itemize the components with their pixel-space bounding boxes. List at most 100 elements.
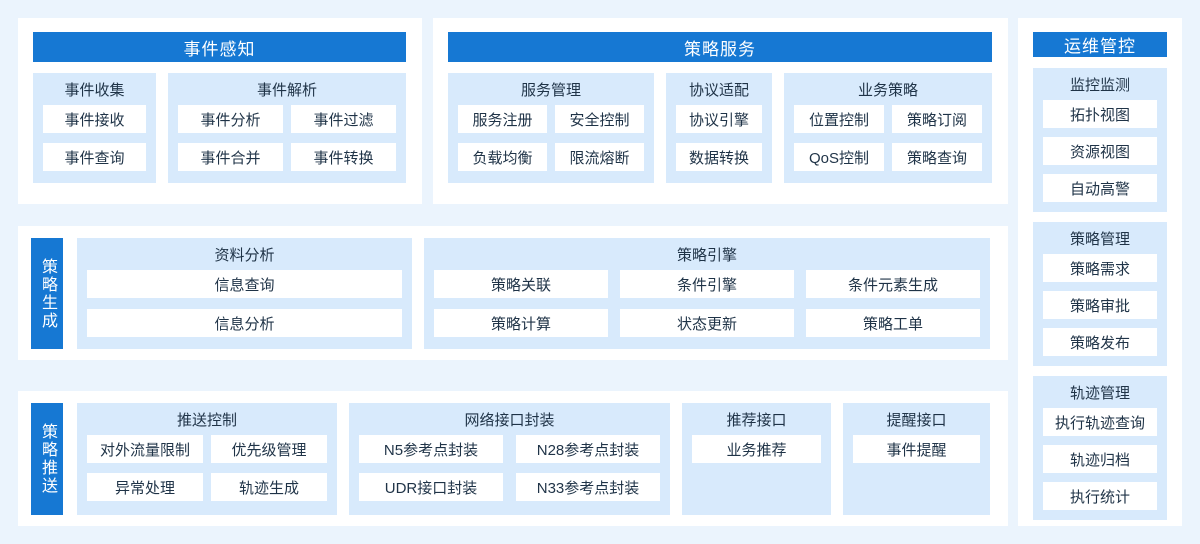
subpanel-service-management: 服务管理 服务注册 安全控制 负载均衡 限流熔断 <box>448 73 654 183</box>
subpanel-title: 监控监测 <box>1069 77 1130 94</box>
module-list: 策略需求 策略审批 策略发布 <box>1043 254 1157 356</box>
subpanel-title: 服务管理 <box>520 82 581 99</box>
module-item: 拓扑视图 <box>1043 100 1157 128</box>
module-item: 条件元素生成 <box>806 270 980 298</box>
module-item: 业务推荐 <box>692 435 821 463</box>
module-item: 策略发布 <box>1043 328 1157 356</box>
middle-row: 策略生成 资料分析 信息查询 信息分析 策略引擎 策略关联 条件引擎 <box>18 226 1008 360</box>
section-policy-service: 策略服务 服务管理 服务注册 安全控制 负载均衡 限流熔断 协议适配 <box>433 18 1008 204</box>
subpanel-event-collection: 事件收集 事件接收 事件查询 <box>33 73 156 183</box>
subpanel-policy-engine: 策略引擎 策略关联 条件引擎 条件元素生成 策略计算 状态更新 策略工单 <box>424 238 990 349</box>
subpanel-title: 资料分析 <box>214 247 275 264</box>
module-list: 策略关联 条件引擎 条件元素生成 策略计算 状态更新 策略工单 <box>434 270 980 339</box>
module-item: 事件提醒 <box>853 435 980 463</box>
event-perception-body: 事件收集 事件接收 事件查询 事件解析 事件分析 事件过滤 事件合并 事件转换 <box>33 73 406 183</box>
module-item: 轨迹生成 <box>211 473 327 501</box>
subpanel-title: 网络接口封装 <box>464 412 555 429</box>
subpanel-reminder-interface: 提醒接口 事件提醒 <box>843 403 990 515</box>
module-item: 执行轨迹查询 <box>1043 408 1157 436</box>
subpanel-business-policy: 业务策略 位置控制 策略订阅 QoS控制 策略查询 <box>784 73 992 183</box>
section-header-ops-control: 运维管控 <box>1033 32 1167 57</box>
module-item: 策略查询 <box>892 143 982 171</box>
module-item: 策略计算 <box>434 309 608 337</box>
module-item: 事件合并 <box>178 143 283 171</box>
vertical-label-policy-push: 策略推送 <box>31 403 63 515</box>
module-item: N28参考点封装 <box>516 435 660 463</box>
module-item: UDR接口封装 <box>359 473 503 501</box>
subpanel-title: 事件收集 <box>64 82 125 99</box>
module-list: 业务推荐 <box>692 435 821 505</box>
right-column: 运维管控 监控监测 拓扑视图 资源视图 自动高警 策略管理 策略需求 策略审批 … <box>1018 18 1182 526</box>
section-event-perception: 事件感知 事件收集 事件接收 事件查询 事件解析 事件分析 事件过滤 <box>18 18 422 204</box>
module-item: 信息查询 <box>87 270 402 298</box>
module-item: 负载均衡 <box>458 143 547 171</box>
module-item: 轨迹归档 <box>1043 445 1157 473</box>
subpanel-event-parsing: 事件解析 事件分析 事件过滤 事件合并 事件转换 <box>168 73 406 183</box>
module-list: 事件分析 事件过滤 事件合并 事件转换 <box>178 105 396 173</box>
subpanel-title: 推送控制 <box>176 412 237 429</box>
module-item: 信息分析 <box>87 309 402 337</box>
module-item: 策略审批 <box>1043 291 1157 319</box>
module-item: 限流熔断 <box>555 143 644 171</box>
subpanel-recommend-interface: 推荐接口 业务推荐 <box>682 403 831 515</box>
module-item: 异常处理 <box>87 473 203 501</box>
module-item: 策略订阅 <box>892 105 982 133</box>
module-item: 事件过滤 <box>291 105 396 133</box>
architecture-diagram: 事件感知 事件收集 事件接收 事件查询 事件解析 事件分析 事件过滤 <box>18 18 1182 526</box>
module-item: 事件查询 <box>43 143 146 171</box>
ops-control-body: 监控监测 拓扑视图 资源视图 自动高警 策略管理 策略需求 策略审批 策略发布 <box>1033 68 1167 520</box>
module-item: 状态更新 <box>620 309 794 337</box>
subpanel-title: 协议适配 <box>688 82 749 99</box>
subpanel-monitoring: 监控监测 拓扑视图 资源视图 自动高警 <box>1033 68 1167 212</box>
subpanel-title: 策略引擎 <box>676 247 737 264</box>
module-item: N5参考点封装 <box>359 435 503 463</box>
policy-service-body: 服务管理 服务注册 安全控制 负载均衡 限流熔断 协议适配 协议引擎 数据转换 <box>448 73 992 183</box>
subpanel-title: 事件解析 <box>256 82 317 99</box>
module-item: N33参考点封装 <box>516 473 660 501</box>
main-column: 事件感知 事件收集 事件接收 事件查询 事件解析 事件分析 事件过滤 <box>18 18 1008 526</box>
module-item: 事件转换 <box>291 143 396 171</box>
subpanel-protocol-adaptation: 协议适配 协议引擎 数据转换 <box>666 73 772 183</box>
subpanel-title: 轨迹管理 <box>1069 385 1130 402</box>
subpanel-data-analysis: 资料分析 信息查询 信息分析 <box>77 238 412 349</box>
subpanel-title: 提醒接口 <box>886 412 947 429</box>
subpanel-policy-management: 策略管理 策略需求 策略审批 策略发布 <box>1033 222 1167 366</box>
module-item: 执行统计 <box>1043 482 1157 510</box>
module-item: 自动高警 <box>1043 174 1157 202</box>
section-policy-generation: 策略生成 资料分析 信息查询 信息分析 策略引擎 策略关联 条件引擎 <box>18 226 1008 360</box>
module-item: 策略关联 <box>434 270 608 298</box>
module-list: 信息查询 信息分析 <box>87 270 402 339</box>
module-item: 策略需求 <box>1043 254 1157 282</box>
module-item: QoS控制 <box>794 143 884 171</box>
module-item: 安全控制 <box>555 105 644 133</box>
module-list: 事件提醒 <box>853 435 980 505</box>
section-policy-push: 策略推送 推送控制 对外流量限制 优先级管理 异常处理 轨迹生成 网络接口封装 <box>18 391 1008 526</box>
subpanel-trace-management: 轨迹管理 执行轨迹查询 轨迹归档 执行统计 <box>1033 376 1167 520</box>
subpanel-title: 业务策略 <box>857 82 918 99</box>
module-list: 执行轨迹查询 轨迹归档 执行统计 <box>1043 408 1157 510</box>
module-list: N5参考点封装 N28参考点封装 UDR接口封装 N33参考点封装 <box>359 435 660 505</box>
section-header-policy-service: 策略服务 <box>448 32 992 62</box>
module-list: 协议引擎 数据转换 <box>676 105 762 173</box>
module-item: 位置控制 <box>794 105 884 133</box>
module-list: 对外流量限制 优先级管理 异常处理 轨迹生成 <box>87 435 327 505</box>
module-item: 服务注册 <box>458 105 547 133</box>
vertical-label-policy-generation: 策略生成 <box>31 238 63 349</box>
subpanel-title: 推荐接口 <box>726 412 787 429</box>
module-list: 位置控制 策略订阅 QoS控制 策略查询 <box>794 105 982 173</box>
module-list: 事件接收 事件查询 <box>43 105 146 173</box>
module-item: 协议引擎 <box>676 105 762 133</box>
subpanel-title: 策略管理 <box>1069 231 1130 248</box>
module-item: 策略工单 <box>806 309 980 337</box>
module-item: 事件分析 <box>178 105 283 133</box>
section-ops-control: 运维管控 监控监测 拓扑视图 资源视图 自动高警 策略管理 策略需求 策略审批 … <box>1018 18 1182 526</box>
module-item: 数据转换 <box>676 143 762 171</box>
top-row: 事件感知 事件收集 事件接收 事件查询 事件解析 事件分析 事件过滤 <box>18 18 1008 204</box>
module-item: 事件接收 <box>43 105 146 133</box>
policy-push-body: 推送控制 对外流量限制 优先级管理 异常处理 轨迹生成 网络接口封装 N5参考点… <box>77 403 990 515</box>
module-list: 拓扑视图 资源视图 自动高警 <box>1043 100 1157 202</box>
section-header-event-perception: 事件感知 <box>33 32 406 62</box>
module-list: 服务注册 安全控制 负载均衡 限流熔断 <box>458 105 644 173</box>
module-item: 对外流量限制 <box>87 435 203 463</box>
module-item: 条件引擎 <box>620 270 794 298</box>
